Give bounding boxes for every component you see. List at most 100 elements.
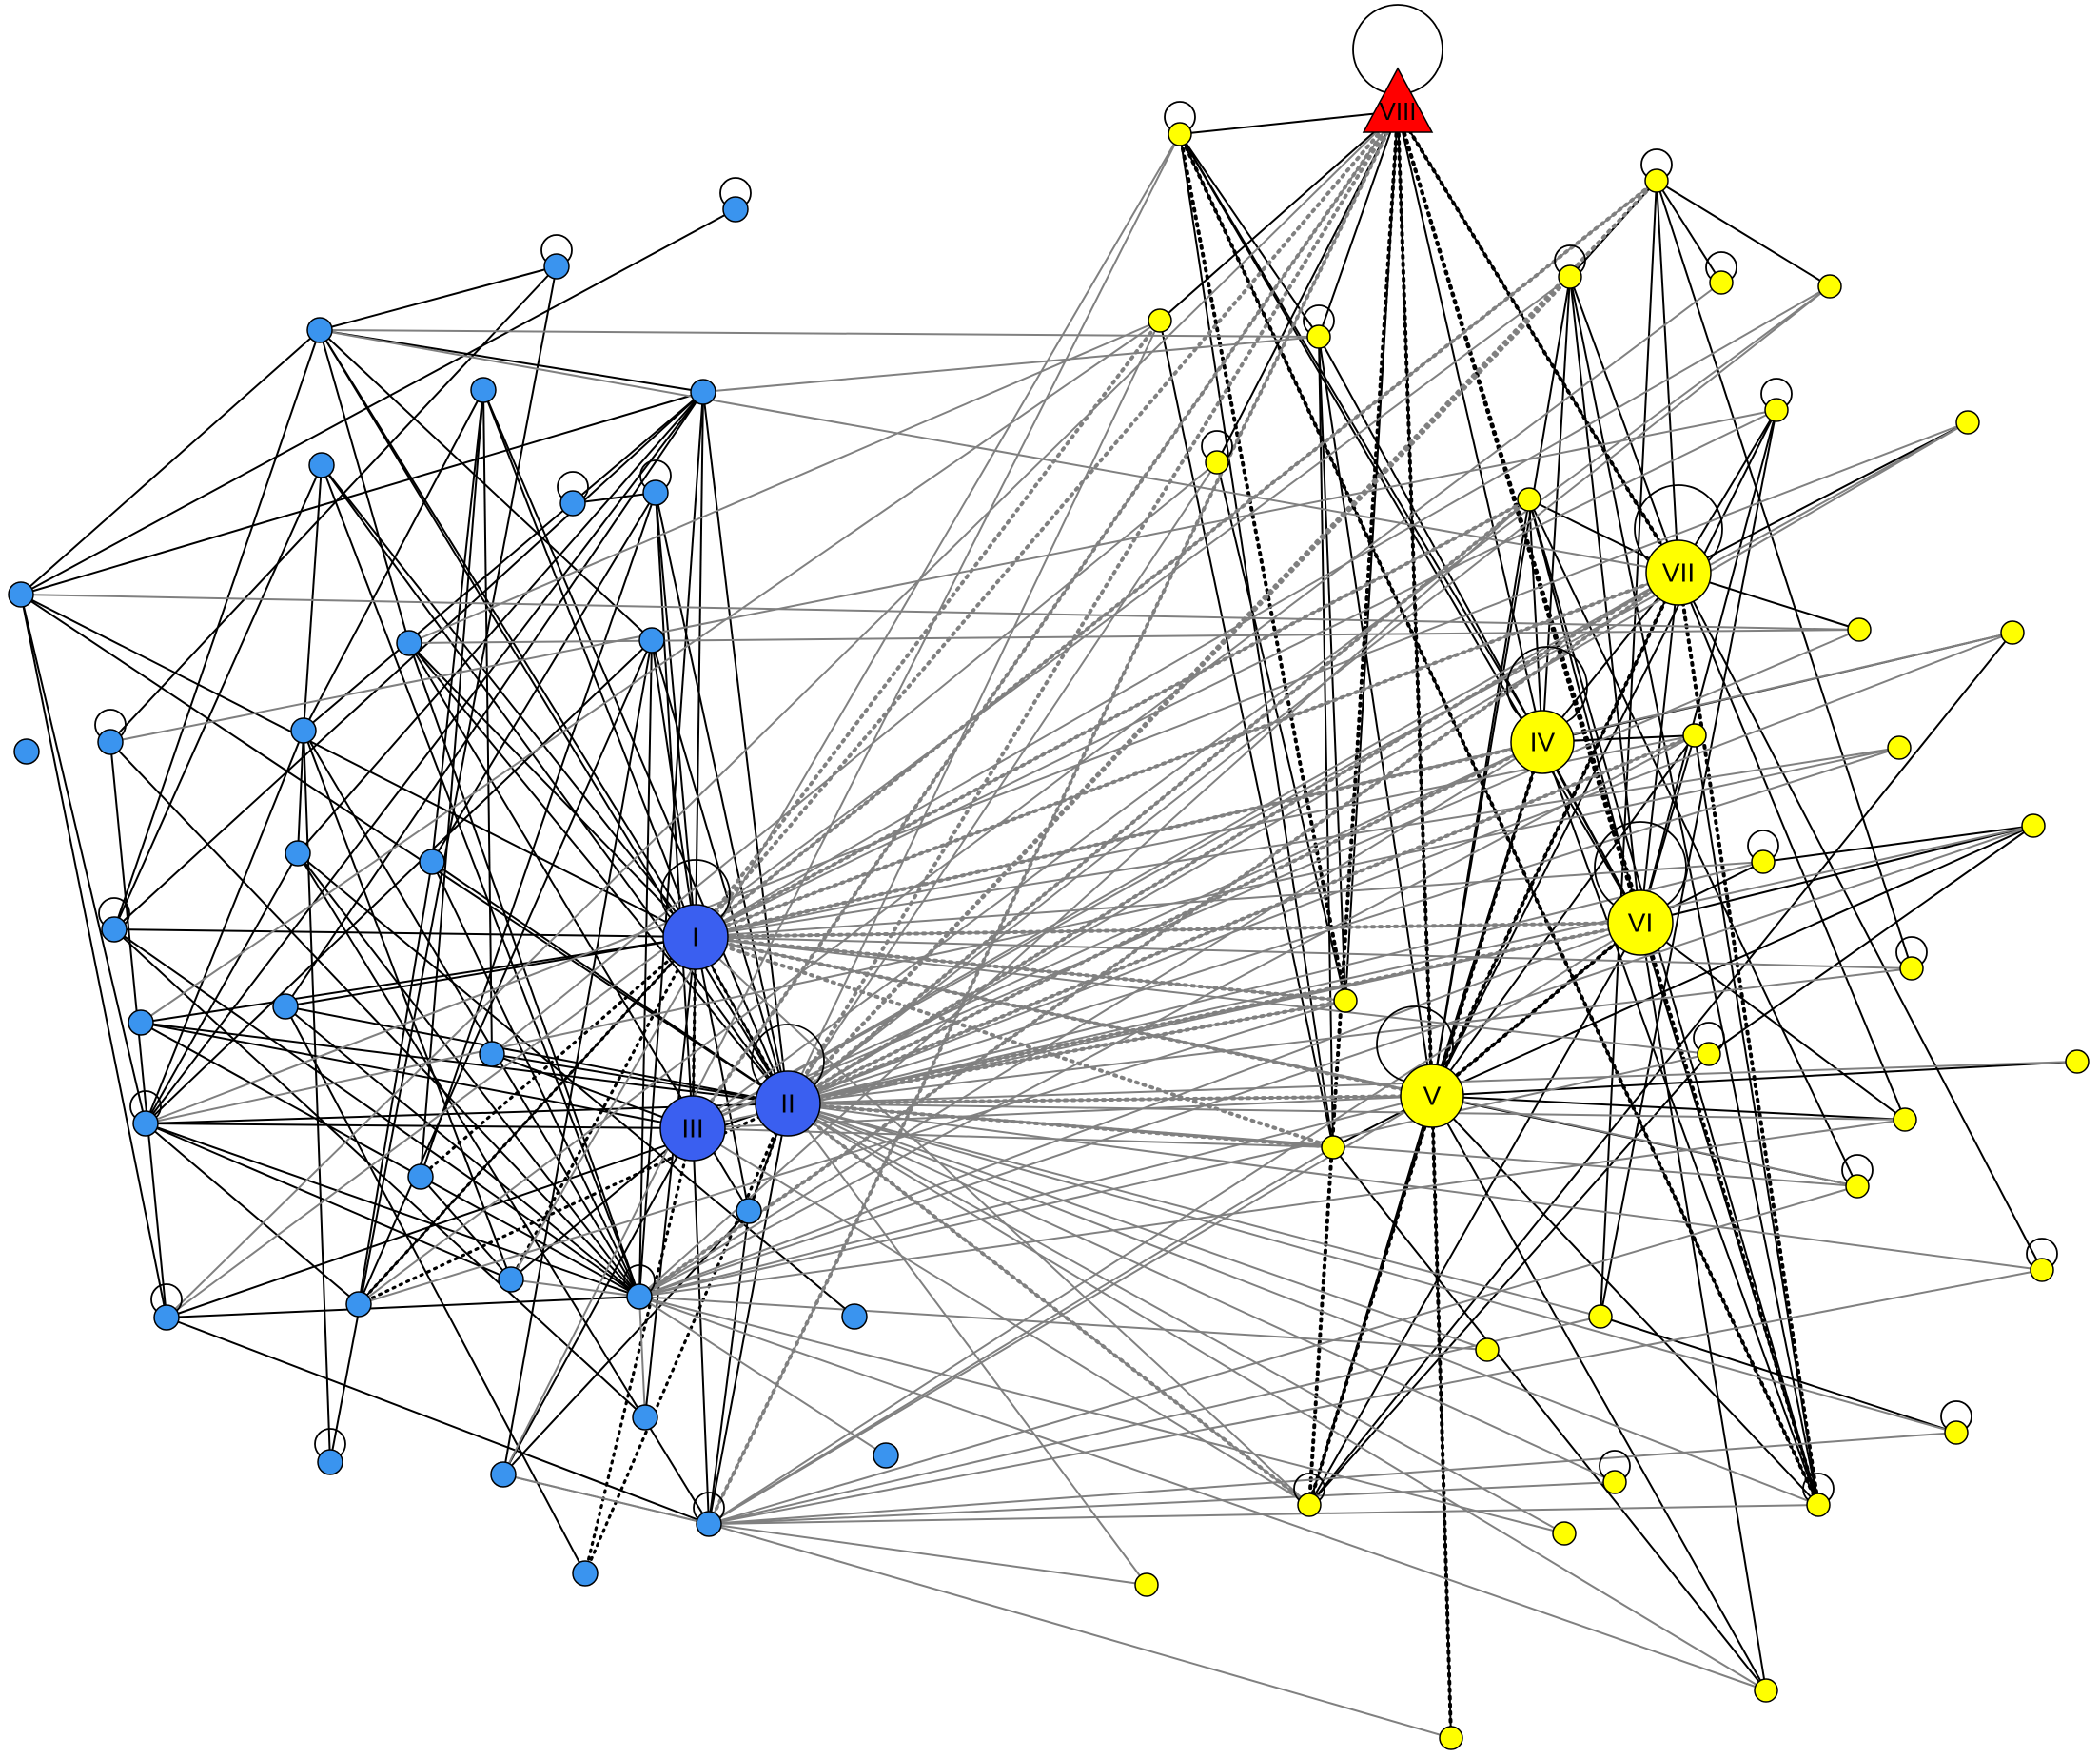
- edge-b32-b33: [502, 1474, 710, 1525]
- blue-node-14[interactable]: [290, 717, 317, 744]
- blue-node-21[interactable]: [132, 1110, 159, 1137]
- blue-node-25[interactable]: [345, 1291, 372, 1318]
- yellow-node-16[interactable]: [2021, 813, 2046, 838]
- dotted-edge-VI-II: [786, 921, 1642, 1105]
- hub-node-I[interactable]: [662, 904, 729, 970]
- hub-node-II[interactable]: [755, 1070, 821, 1137]
- yellow-node-31[interactable]: [1602, 1470, 1627, 1494]
- blue-node-2[interactable]: [543, 253, 570, 280]
- edge-b19-II: [285, 1005, 789, 1104]
- edge-y32-b26: [638, 1296, 1565, 1534]
- blue-node-8[interactable]: [642, 479, 669, 506]
- yellow-node-24[interactable]: [1845, 1174, 1870, 1199]
- blue-node-26[interactable]: [626, 1283, 653, 1310]
- edge-y2-VII: [1656, 180, 1679, 574]
- blue-node-33[interactable]: [696, 1511, 722, 1537]
- hub-node-V[interactable]: [1400, 1064, 1464, 1128]
- blue-node-20[interactable]: [479, 1041, 505, 1067]
- yellow-node-4[interactable]: [1709, 270, 1734, 295]
- blue-node-16[interactable]: [285, 840, 311, 867]
- yellow-node-2[interactable]: [1644, 168, 1669, 193]
- blue-node-27[interactable]: [841, 1303, 868, 1330]
- yellow-node-7[interactable]: [1306, 324, 1331, 349]
- yellow-node-21[interactable]: [2065, 1049, 2090, 1074]
- yellow-node-12[interactable]: [1847, 617, 1872, 642]
- yellow-node-13[interactable]: [2000, 620, 2025, 645]
- edge-b14-b21: [145, 730, 304, 1124]
- yellow-node-5[interactable]: [1817, 274, 1842, 299]
- yellow-node-22[interactable]: [1321, 1135, 1345, 1160]
- yellow-node-3[interactable]: [1558, 264, 1582, 289]
- hub-node-IV[interactable]: [1510, 710, 1575, 774]
- yellow-node-14[interactable]: [1682, 723, 1707, 748]
- edge-VI-y30: [1308, 922, 1641, 1506]
- blue-node-15[interactable]: [419, 849, 445, 875]
- edge-y2-y5: [1656, 180, 1831, 287]
- edge-b1-b9: [20, 208, 736, 595]
- blue-node-34[interactable]: [572, 1560, 599, 1587]
- hub-node-VI[interactable]: [1607, 889, 1674, 956]
- yellow-node-1[interactable]: [1168, 122, 1192, 146]
- edge-V-y29: [1431, 1095, 1819, 1506]
- yellow-node-23[interactable]: [1893, 1107, 1917, 1132]
- yellow-node-15[interactable]: [1887, 735, 1912, 760]
- yellow-node-17[interactable]: [1751, 849, 1776, 874]
- blue-node-1[interactable]: [722, 196, 749, 223]
- edge-b10-II: [408, 642, 789, 1104]
- blue-node-13[interactable]: [13, 738, 40, 765]
- edge-y15-I: [695, 747, 1900, 938]
- hub-label-VIII: VIII: [1379, 97, 1416, 126]
- blue-node-22[interactable]: [407, 1163, 434, 1190]
- dotted-edge-I-b25: [357, 935, 697, 1306]
- blue-node-23[interactable]: [736, 1198, 762, 1224]
- edge-y7-V: [1318, 336, 1433, 1097]
- blue-node-11[interactable]: [638, 627, 665, 654]
- blue-node-9[interactable]: [8, 581, 34, 608]
- blue-node-29[interactable]: [632, 1404, 658, 1431]
- yellow-node-9[interactable]: [1205, 450, 1229, 475]
- yellow-node-25[interactable]: [1475, 1337, 1500, 1362]
- hub-node-VII[interactable]: [1645, 539, 1712, 606]
- blue-node-28[interactable]: [153, 1304, 180, 1331]
- blue-node-4[interactable]: [690, 379, 716, 405]
- blue-node-6[interactable]: [308, 452, 335, 478]
- hub-node-VIII[interactable]: [1362, 67, 1434, 133]
- blue-node-19[interactable]: [272, 993, 299, 1020]
- yellow-node-10[interactable]: [1517, 487, 1541, 512]
- yellow-node-35[interactable]: [1439, 1726, 1463, 1750]
- yellow-node-26[interactable]: [1588, 1304, 1613, 1329]
- dotted-edge-y10-I: [694, 498, 1531, 939]
- blue-node-10[interactable]: [396, 630, 422, 656]
- yellow-node-27[interactable]: [2030, 1258, 2054, 1282]
- yellow-node-34[interactable]: [1754, 1678, 1778, 1703]
- blue-node-12[interactable]: [97, 729, 124, 755]
- blue-node-17[interactable]: [101, 916, 128, 943]
- dotted-edge-y14-II: [786, 733, 1697, 1105]
- edge-y20-I: [695, 936, 1710, 1055]
- blue-node-5[interactable]: [470, 377, 497, 403]
- yellow-node-11[interactable]: [1955, 410, 1980, 435]
- edge-b4-b19: [285, 391, 704, 1007]
- edge-V-b26: [638, 1095, 1433, 1298]
- yellow-node-8[interactable]: [1764, 398, 1789, 422]
- yellow-node-6[interactable]: [1148, 308, 1172, 333]
- yellow-node-30[interactable]: [1297, 1493, 1322, 1517]
- edge-y18-I: [695, 936, 1913, 969]
- yellow-node-18[interactable]: [1899, 956, 1924, 981]
- hub-node-III[interactable]: [659, 1095, 726, 1162]
- yellow-node-29[interactable]: [1806, 1493, 1831, 1517]
- blue-node-32[interactable]: [490, 1461, 517, 1488]
- yellow-node-20[interactable]: [1697, 1042, 1721, 1066]
- blue-node-7[interactable]: [559, 490, 586, 517]
- dotted-edge-VIII-III: [691, 109, 1400, 1130]
- yellow-node-19[interactable]: [1333, 988, 1358, 1013]
- blue-node-24[interactable]: [498, 1266, 524, 1293]
- blue-node-30[interactable]: [873, 1442, 899, 1469]
- yellow-node-28[interactable]: [1944, 1420, 1969, 1445]
- yellow-node-32[interactable]: [1552, 1521, 1577, 1546]
- blue-node-31[interactable]: [317, 1449, 343, 1475]
- dotted-edge-IV-II: [786, 740, 1544, 1105]
- blue-node-18[interactable]: [128, 1009, 154, 1036]
- yellow-node-33[interactable]: [1134, 1572, 1159, 1597]
- blue-node-3[interactable]: [306, 317, 333, 343]
